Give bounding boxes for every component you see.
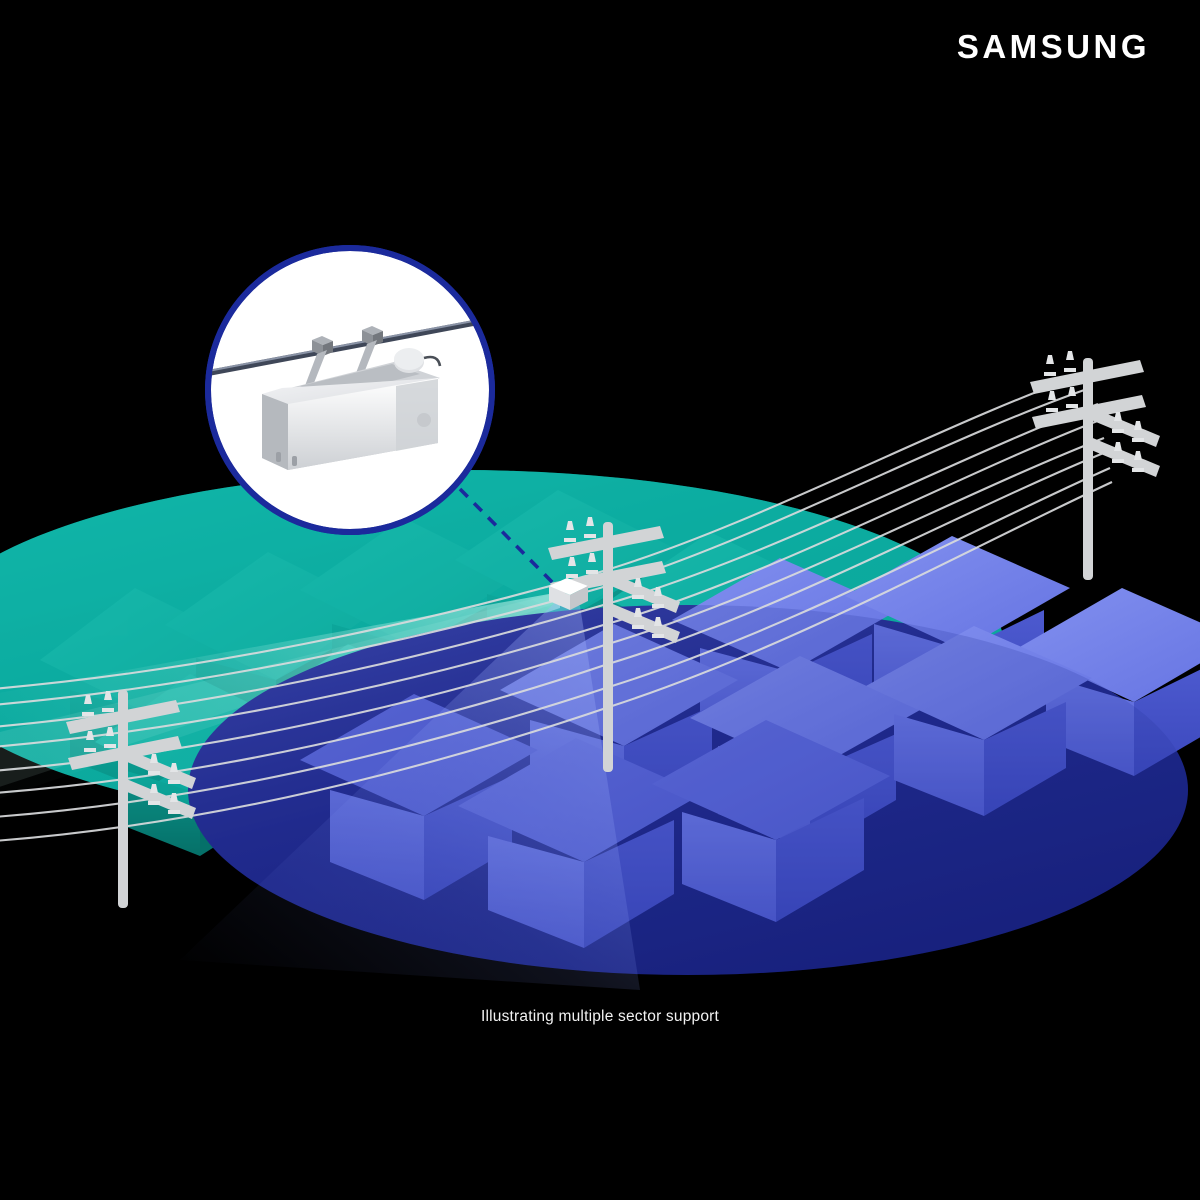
equipment-closeup-inset — [205, 245, 495, 535]
left-utility-pole — [66, 690, 196, 908]
house-blue — [866, 626, 1092, 816]
radio-unit-body — [262, 378, 438, 470]
samsung-logo: SAMSUNG — [956, 28, 1150, 65]
figure-caption: Illustrating multiple sector support — [480, 1008, 720, 1025]
house-blue — [1018, 588, 1200, 776]
blue-sector-beam — [180, 596, 640, 990]
power-line-cable-icon — [208, 315, 492, 376]
right-utility-pole — [1030, 351, 1160, 580]
house-blue — [652, 720, 890, 922]
mounted-radio-device — [549, 578, 588, 610]
inset-leader-line — [458, 487, 558, 588]
